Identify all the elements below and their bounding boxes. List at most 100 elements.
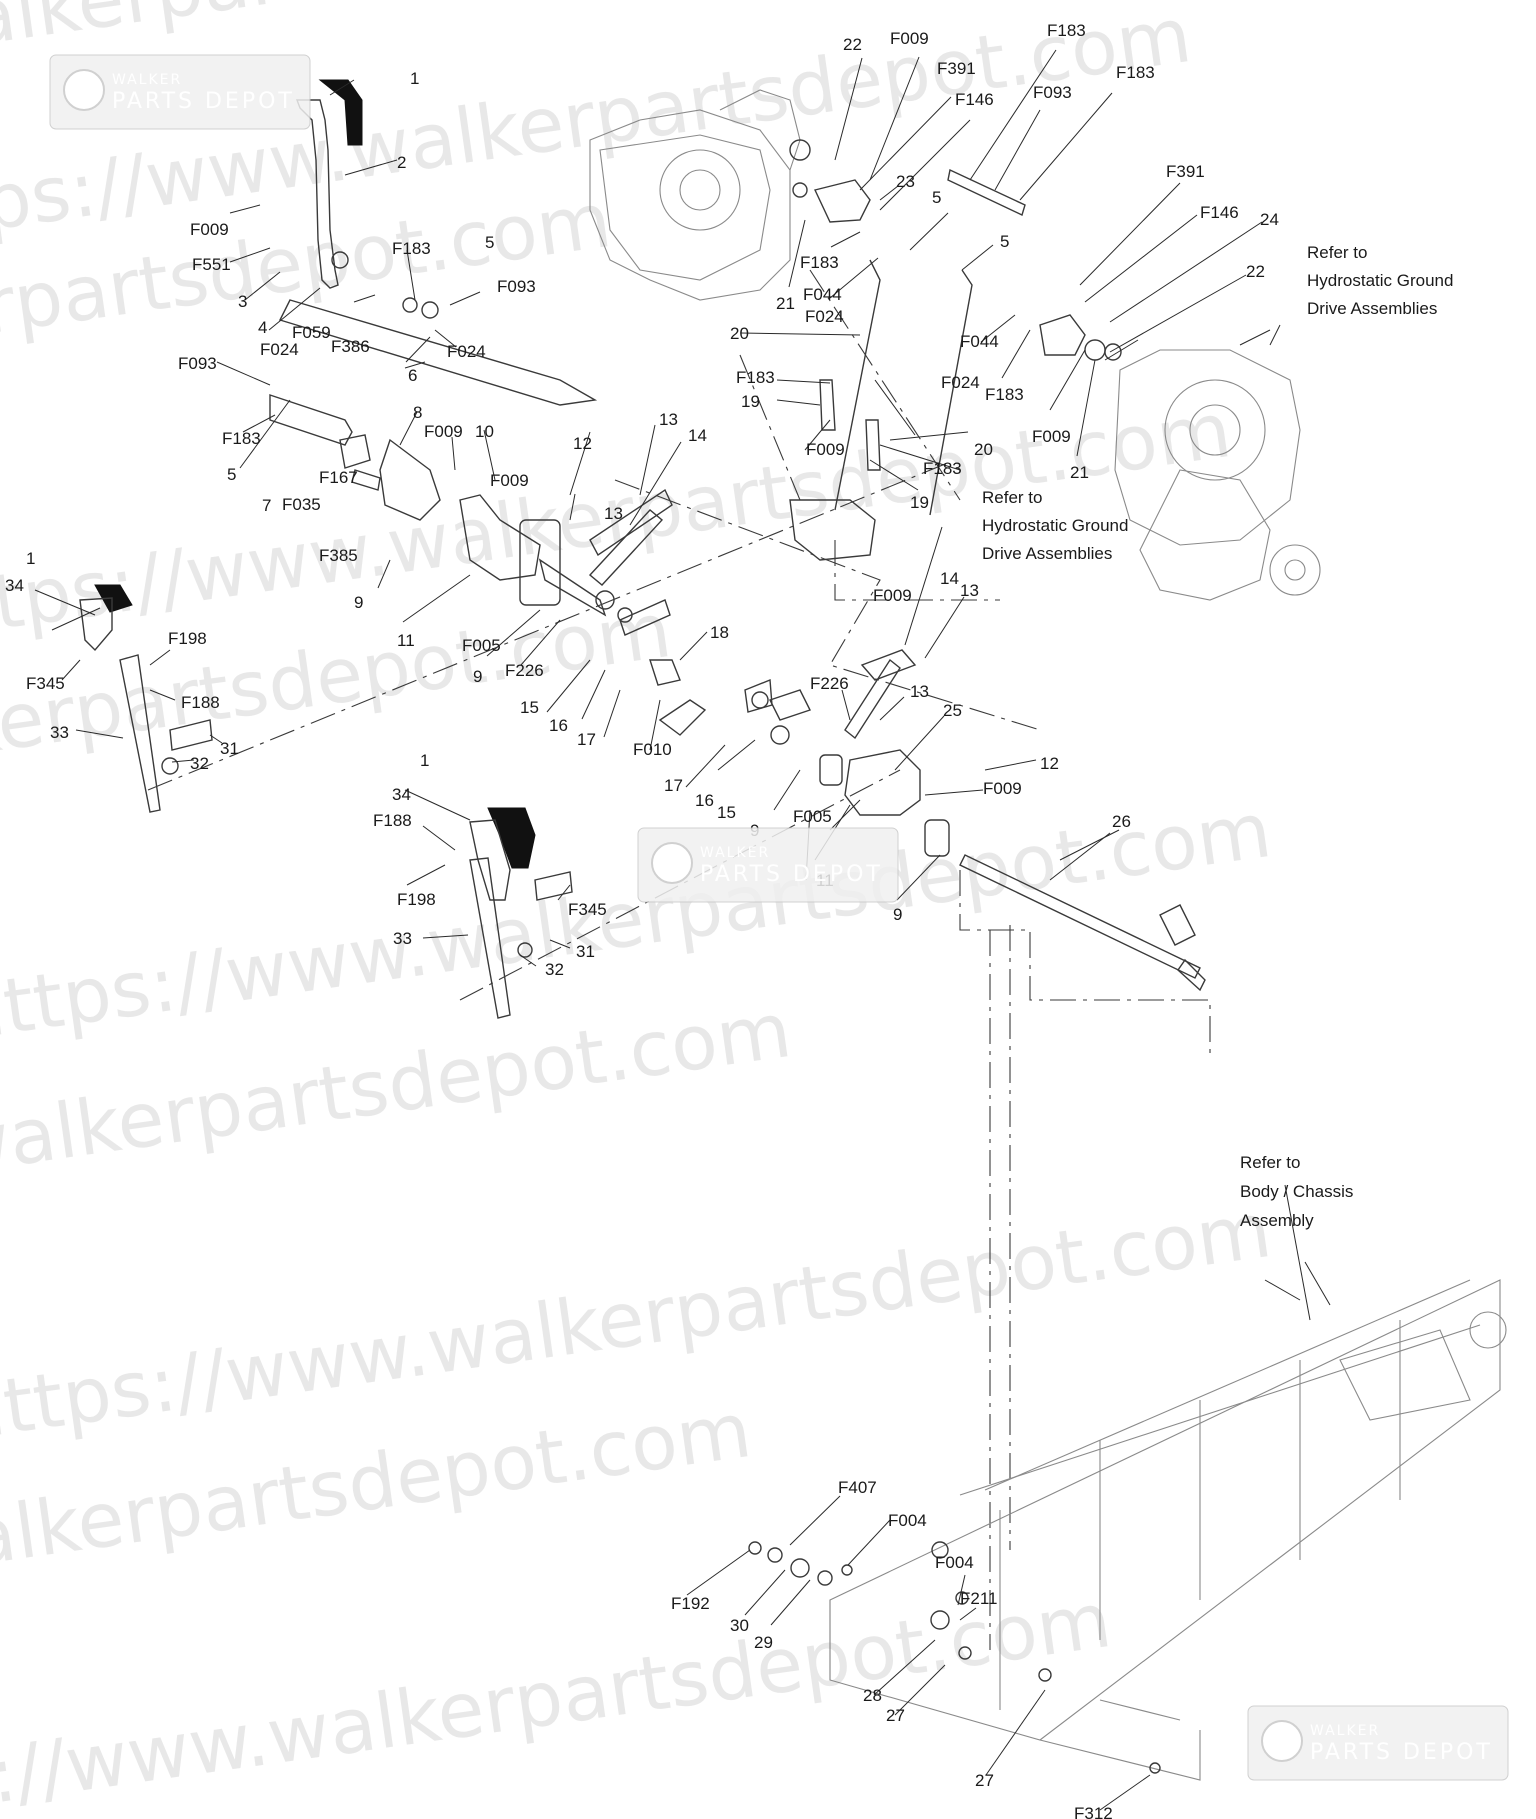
callout-label: 10	[475, 422, 494, 441]
callout-label: F198	[168, 629, 207, 648]
callout-label: F093	[1033, 83, 1072, 102]
brand-badge: WALKER PARTS DEPOT	[1247, 1705, 1509, 1781]
callout-label: 22	[843, 35, 862, 54]
callout-labels: 1 2 F009 F551 3 4 F059 F183 5 F093 F386 …	[5, 21, 1279, 1819]
brand-badge: WALKER PARTS DEPOT	[49, 54, 311, 130]
callout-label: 14	[688, 426, 707, 445]
callout-label: 14	[940, 569, 959, 588]
callout-label: F551	[192, 255, 231, 274]
callout-label: 12	[1040, 754, 1059, 773]
callout-label: 34	[392, 785, 411, 804]
callout-label: F188	[181, 693, 220, 712]
callout-label: F345	[26, 674, 65, 693]
callout-label: 32	[545, 960, 564, 979]
callout-label: F024	[941, 373, 980, 392]
callout-label: F226	[505, 661, 544, 680]
callout-label: 22	[1246, 262, 1265, 281]
callout-label: F009	[190, 220, 229, 239]
callout-label: 27	[975, 1771, 994, 1790]
callout-label: F312	[1074, 1804, 1113, 1819]
callout-label: F226	[810, 674, 849, 693]
callout-label: F385	[319, 546, 358, 565]
badge-name: WALKER	[700, 845, 770, 861]
note-hydro-top-right: Refer to Hydrostatic Ground Drive Assemb…	[1307, 243, 1453, 318]
callout-label: F009	[983, 779, 1022, 798]
callout-label: 1	[26, 549, 35, 568]
brand-logo-icon	[651, 842, 693, 884]
callout-label: F044	[803, 285, 842, 304]
callout-label: 12	[573, 434, 592, 453]
callout-label: F407	[838, 1478, 877, 1497]
callout-label: 26	[1112, 812, 1131, 831]
callout-label: F211	[960, 1589, 998, 1608]
callout-label: 33	[50, 723, 69, 742]
callout-label: F183	[1116, 63, 1155, 82]
note-line: Hydrostatic Ground	[982, 516, 1128, 535]
callout-label: F183	[222, 429, 261, 448]
note-line: Hydrostatic Ground	[1307, 271, 1453, 290]
callout-label: F386	[331, 337, 370, 356]
center-spring-assembly	[588, 509, 950, 857]
callout-label: 15	[717, 803, 736, 822]
hydro-unit-right	[789, 314, 1321, 601]
callout-label: F005	[462, 636, 501, 655]
callout-label: 3	[238, 292, 247, 311]
callout-label: F024	[805, 307, 844, 326]
callout-label: 15	[520, 698, 539, 717]
callout-label: 5	[932, 188, 941, 207]
callout-label: 13	[910, 682, 929, 701]
callout-label: 30	[730, 1616, 749, 1635]
callout-label: 2	[397, 153, 406, 172]
callout-label: 28	[863, 1686, 882, 1705]
callout-label: 27	[886, 1706, 905, 1725]
hydro-unit-upper	[589, 89, 1026, 516]
note-line: Drive Assemblies	[1307, 299, 1437, 318]
badge-subtitle: PARTS DEPOT	[1310, 1740, 1493, 1765]
callout-label: F188	[373, 811, 412, 830]
callout-label: F010	[633, 740, 672, 759]
callout-label: 9	[893, 905, 902, 924]
callout-label: 24	[1260, 210, 1279, 229]
callout-label: 1	[420, 751, 429, 770]
left-pedal-linkage	[269, 79, 681, 686]
callout-label: 5	[485, 233, 494, 252]
callout-label: F009	[806, 440, 845, 459]
callout-label: 16	[549, 716, 568, 735]
callout-label: F004	[935, 1553, 974, 1572]
leader-lines	[34, 49, 1331, 1811]
callout-label: 18	[710, 623, 729, 642]
callout-label: F093	[497, 277, 536, 296]
note-line: Refer to	[1240, 1153, 1300, 1172]
callout-label: F024	[447, 342, 486, 361]
note-hydro-middle: Refer to Hydrostatic Ground Drive Assemb…	[982, 488, 1128, 563]
callout-label: F391	[937, 59, 976, 78]
cross-shaft	[959, 854, 1206, 992]
callout-label: 33	[393, 929, 412, 948]
badge-name: WALKER	[1310, 1723, 1380, 1739]
callout-label: 32	[190, 754, 209, 773]
callout-label: F005	[793, 807, 832, 826]
callout-label: F345	[568, 900, 607, 919]
callout-label: 4	[258, 318, 267, 337]
chassis-frame	[829, 1279, 1507, 1781]
callout-label: 23	[896, 172, 915, 191]
callout-label: 20	[730, 324, 749, 343]
callout-label: F183	[800, 253, 839, 272]
note-line: Refer to	[1307, 243, 1367, 262]
callout-label: F183	[985, 385, 1024, 404]
callout-label: 1	[410, 69, 419, 88]
watermark-text: https://www.walkerpartsdepot.com	[0, 1575, 1116, 1819]
callout-label: F183	[736, 368, 775, 387]
badge-name: WALKER	[112, 72, 182, 88]
note-line: Refer to	[982, 488, 1042, 507]
callout-label: 8	[413, 403, 422, 422]
assembly-centerlines	[147, 269, 1211, 1650]
callout-label: 6	[408, 366, 417, 385]
callout-label: 19	[741, 392, 760, 411]
callout-label: 7	[262, 496, 271, 515]
brand-logo-icon	[63, 69, 105, 111]
callout-label: 16	[695, 791, 714, 810]
callout-label: F183	[392, 239, 431, 258]
